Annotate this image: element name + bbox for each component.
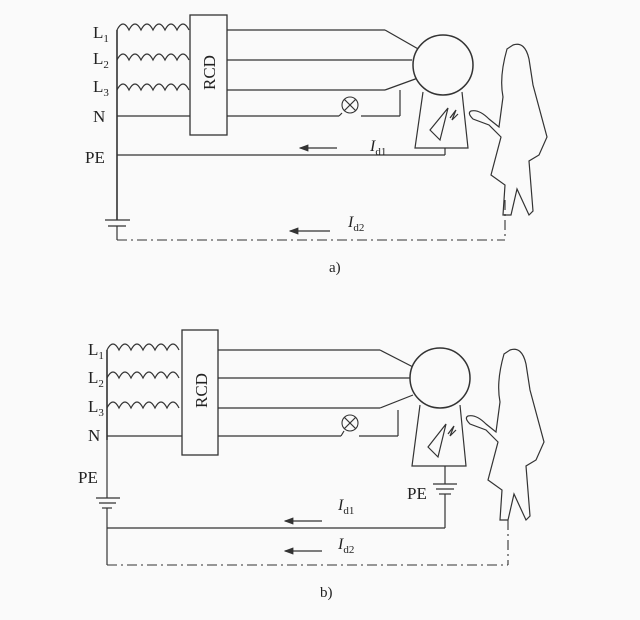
label-n: N — [93, 107, 105, 126]
rcd-label: RCD — [200, 55, 219, 90]
caption-a: a) — [329, 260, 341, 276]
label-pe: PE — [85, 148, 105, 167]
ground-symbol — [105, 219, 130, 240]
person-icon — [465, 348, 545, 522]
ground-symbol-source — [96, 440, 445, 565]
transformer-windings — [116, 23, 445, 220]
rcd-box — [189, 14, 228, 136]
lamp-icon — [338, 96, 359, 117]
label-l2: L2 — [88, 368, 104, 390]
rcd-box — [181, 329, 219, 456]
person-icon — [468, 43, 548, 217]
ground-symbol-equipment — [433, 483, 457, 528]
label-l1: L1 — [88, 340, 104, 362]
label-pe-source: PE — [78, 468, 98, 487]
label-n: N — [88, 426, 100, 445]
current-label-1: Id1 — [369, 138, 386, 158]
label-l3: L3 — [93, 77, 109, 99]
transformer-windings — [106, 343, 182, 440]
label-l1: L1 — [93, 23, 109, 45]
current-label-2: Id2 — [337, 536, 354, 556]
label-l2: L2 — [93, 49, 109, 71]
diagram-b: L1 L2 L3 N PE RCD — [78, 329, 545, 601]
diagram-a: L1 L2 L3 N PE RCD — [85, 14, 548, 276]
motor-icon — [412, 34, 474, 155]
lamp-icon — [340, 414, 359, 437]
rcd-label: RCD — [192, 373, 211, 408]
current-label-1: Id1 — [337, 497, 354, 517]
label-pe-equipment: PE — [407, 484, 427, 503]
label-l3: L3 — [88, 397, 104, 419]
current-label-2: Id2 — [347, 214, 364, 234]
motor-icon — [409, 347, 471, 484]
caption-b: b) — [320, 585, 333, 601]
